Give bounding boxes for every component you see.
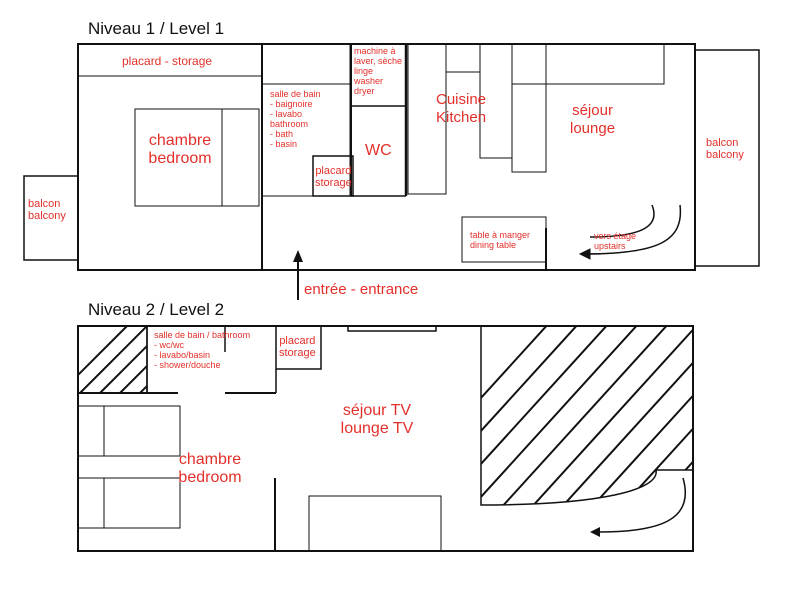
level2-storage-outline — [275, 325, 322, 370]
level1-stair-arrow — [584, 204, 682, 255]
level2-title: Niveau 2 / Level 2 — [88, 300, 225, 319]
level1-storage-small-label: placard storage — [315, 165, 352, 189]
level2-hatch-bath — [78, 326, 147, 393]
level1-wc-label: WC — [365, 142, 392, 159]
level2-hatch-stairwell — [481, 326, 693, 505]
level1-kitchen-counter — [407, 43, 447, 195]
level1-laundry-label: machine à laver, sèche linge washer drye… — [354, 46, 403, 96]
level2-stair-arrow — [597, 477, 686, 533]
level2-bathroom-label: salle de bain / bathroom - wc/wc - lavab… — [154, 330, 251, 370]
level1-plan — [23, 43, 760, 271]
level1-dining-table-label: table à manger dining table — [470, 230, 531, 250]
level2-storage-label: placard storage — [279, 335, 316, 359]
level2-lounge-tv-label: séjour TV lounge TV — [340, 402, 414, 437]
level1-kitchen-label: Cuisine Kitchen — [436, 91, 487, 126]
level1-bed-outline — [134, 108, 260, 207]
level1-storage-small-outline — [312, 155, 354, 197]
level2-bed-1 — [77, 405, 181, 457]
level2-bed-2 — [77, 477, 181, 529]
level2-bedroom-label: chambre bedroom — [178, 451, 242, 486]
entrance-label: entrée - entrance — [304, 281, 419, 298]
level2-plan — [77, 325, 694, 552]
level1-lounge-label: séjour lounge — [570, 102, 616, 137]
level1-bedroom-label: chambre bedroom — [148, 132, 212, 167]
level1-balcony-left-outline — [23, 175, 79, 261]
level1-balcony-left-label: balcon balcony — [28, 198, 66, 222]
level1-balcony-right-label: balcon balcony — [706, 137, 744, 161]
level1-storage-label: placard - storage — [122, 54, 213, 68]
level1-title: Niveau 1 / Level 1 — [88, 19, 225, 38]
level1-bathroom-label: salle de bain - baignoire - lavabo bathr… — [270, 89, 321, 149]
level1-upstairs-label: vers étage upstairs — [594, 231, 637, 251]
level2-tv-unit — [308, 495, 442, 552]
level1-balcony-right-outline — [694, 49, 760, 267]
